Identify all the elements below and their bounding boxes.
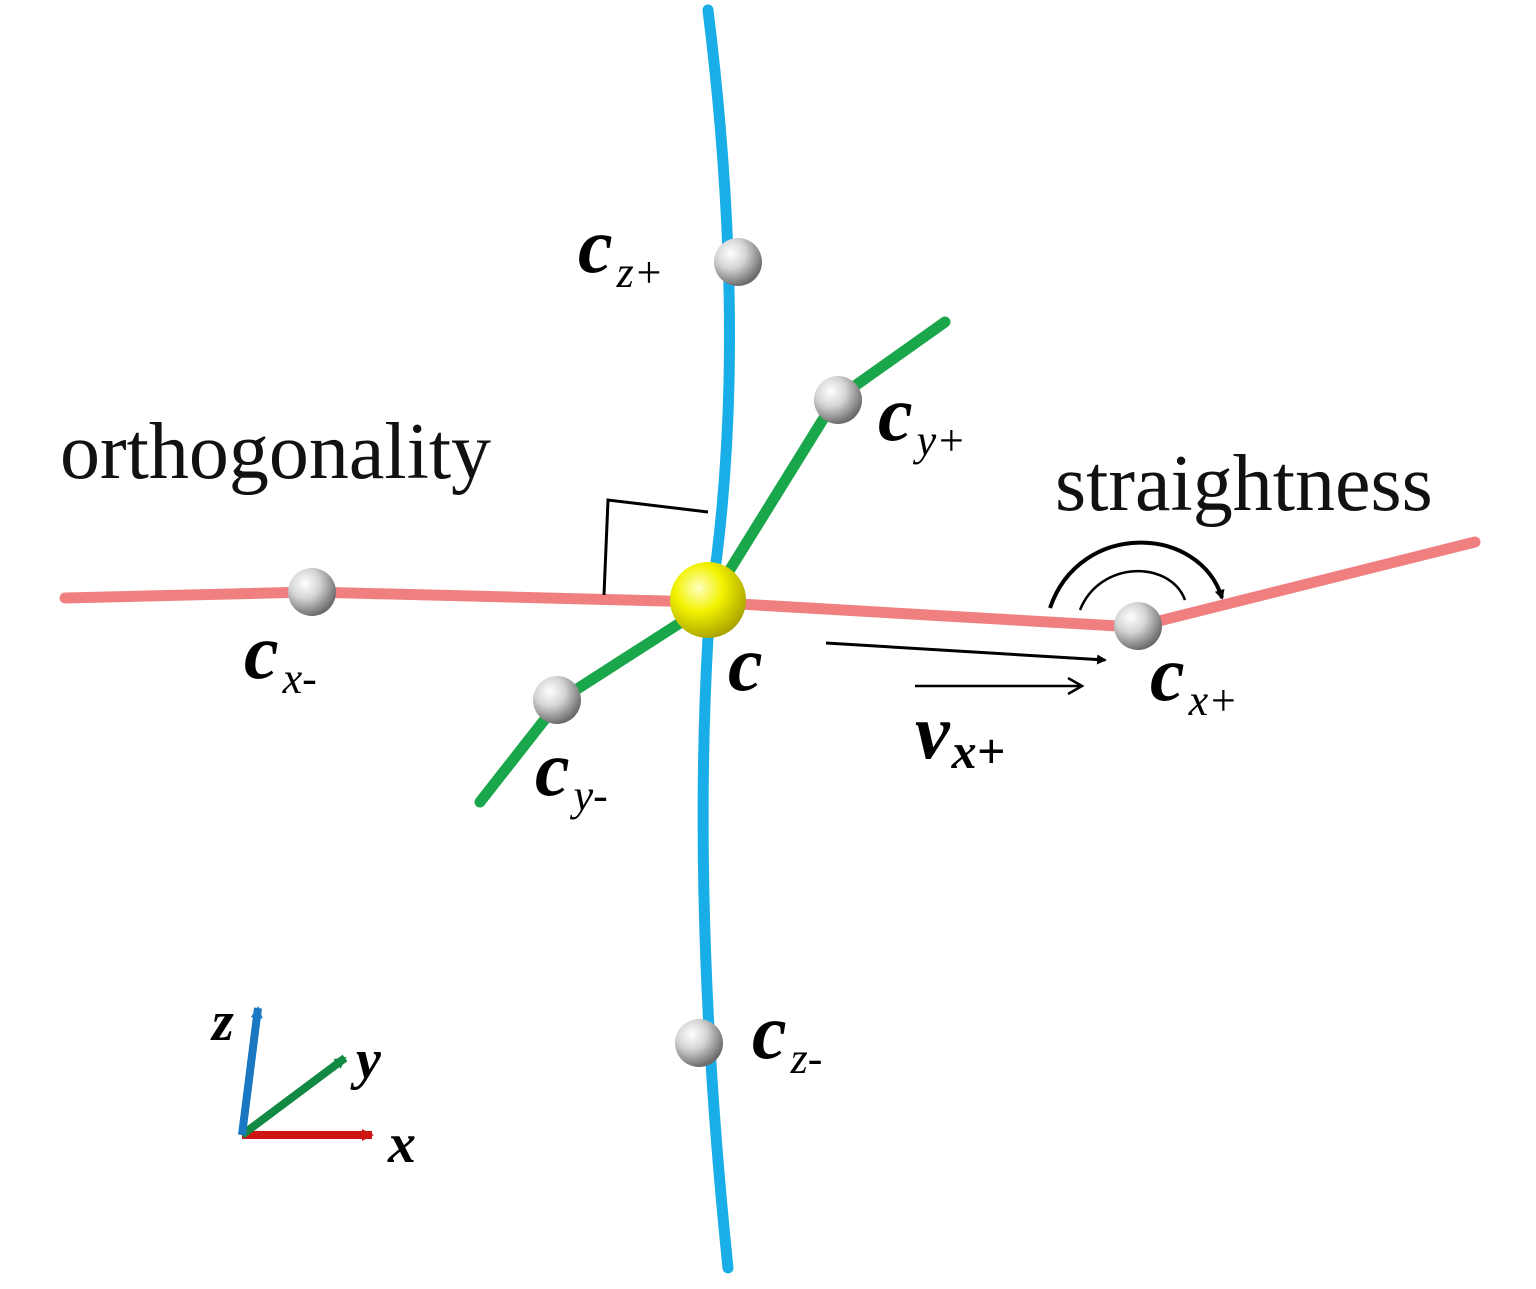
axis-z-arrow xyxy=(238,1006,263,1136)
node-cy-plus xyxy=(814,376,862,424)
label-vx-plus: vx+ xyxy=(915,688,1005,779)
orthogonality-label: orthogonality xyxy=(60,408,491,496)
orthogonality-bracket xyxy=(602,498,709,596)
z-line xyxy=(697,4,736,1274)
label-cz-plus: cz+ xyxy=(578,202,663,297)
axis-z-label: z xyxy=(210,991,234,1053)
axis-y-arrow xyxy=(239,1054,348,1139)
vx-overarrow-head xyxy=(1067,676,1085,696)
straightness-outer-arc xyxy=(1048,540,1225,609)
straightness-inner-arc xyxy=(1078,569,1187,611)
node-cz-minus xyxy=(675,1019,723,1067)
label-c-center: c xyxy=(728,620,763,707)
node-cz-plus xyxy=(714,238,762,286)
label-cz-minus: cz- xyxy=(752,988,822,1083)
label-cx-plus: cx+ xyxy=(1150,630,1238,725)
node-cx-minus xyxy=(288,568,336,616)
label-cy-plus: cy+ xyxy=(878,370,966,465)
axes-triad: x y z xyxy=(210,991,416,1175)
node-c-center xyxy=(670,562,746,638)
vx-arrow xyxy=(825,641,1107,665)
node-cy-minus xyxy=(533,676,581,724)
axis-x-label: x xyxy=(387,1113,416,1175)
label-cx-minus: cx- xyxy=(244,608,317,703)
node-cx-plus xyxy=(1114,602,1162,650)
label-cy-minus: cy- xyxy=(535,725,608,820)
axis-y-label: y xyxy=(350,1029,382,1091)
straightness-label: straightness xyxy=(1055,440,1433,528)
